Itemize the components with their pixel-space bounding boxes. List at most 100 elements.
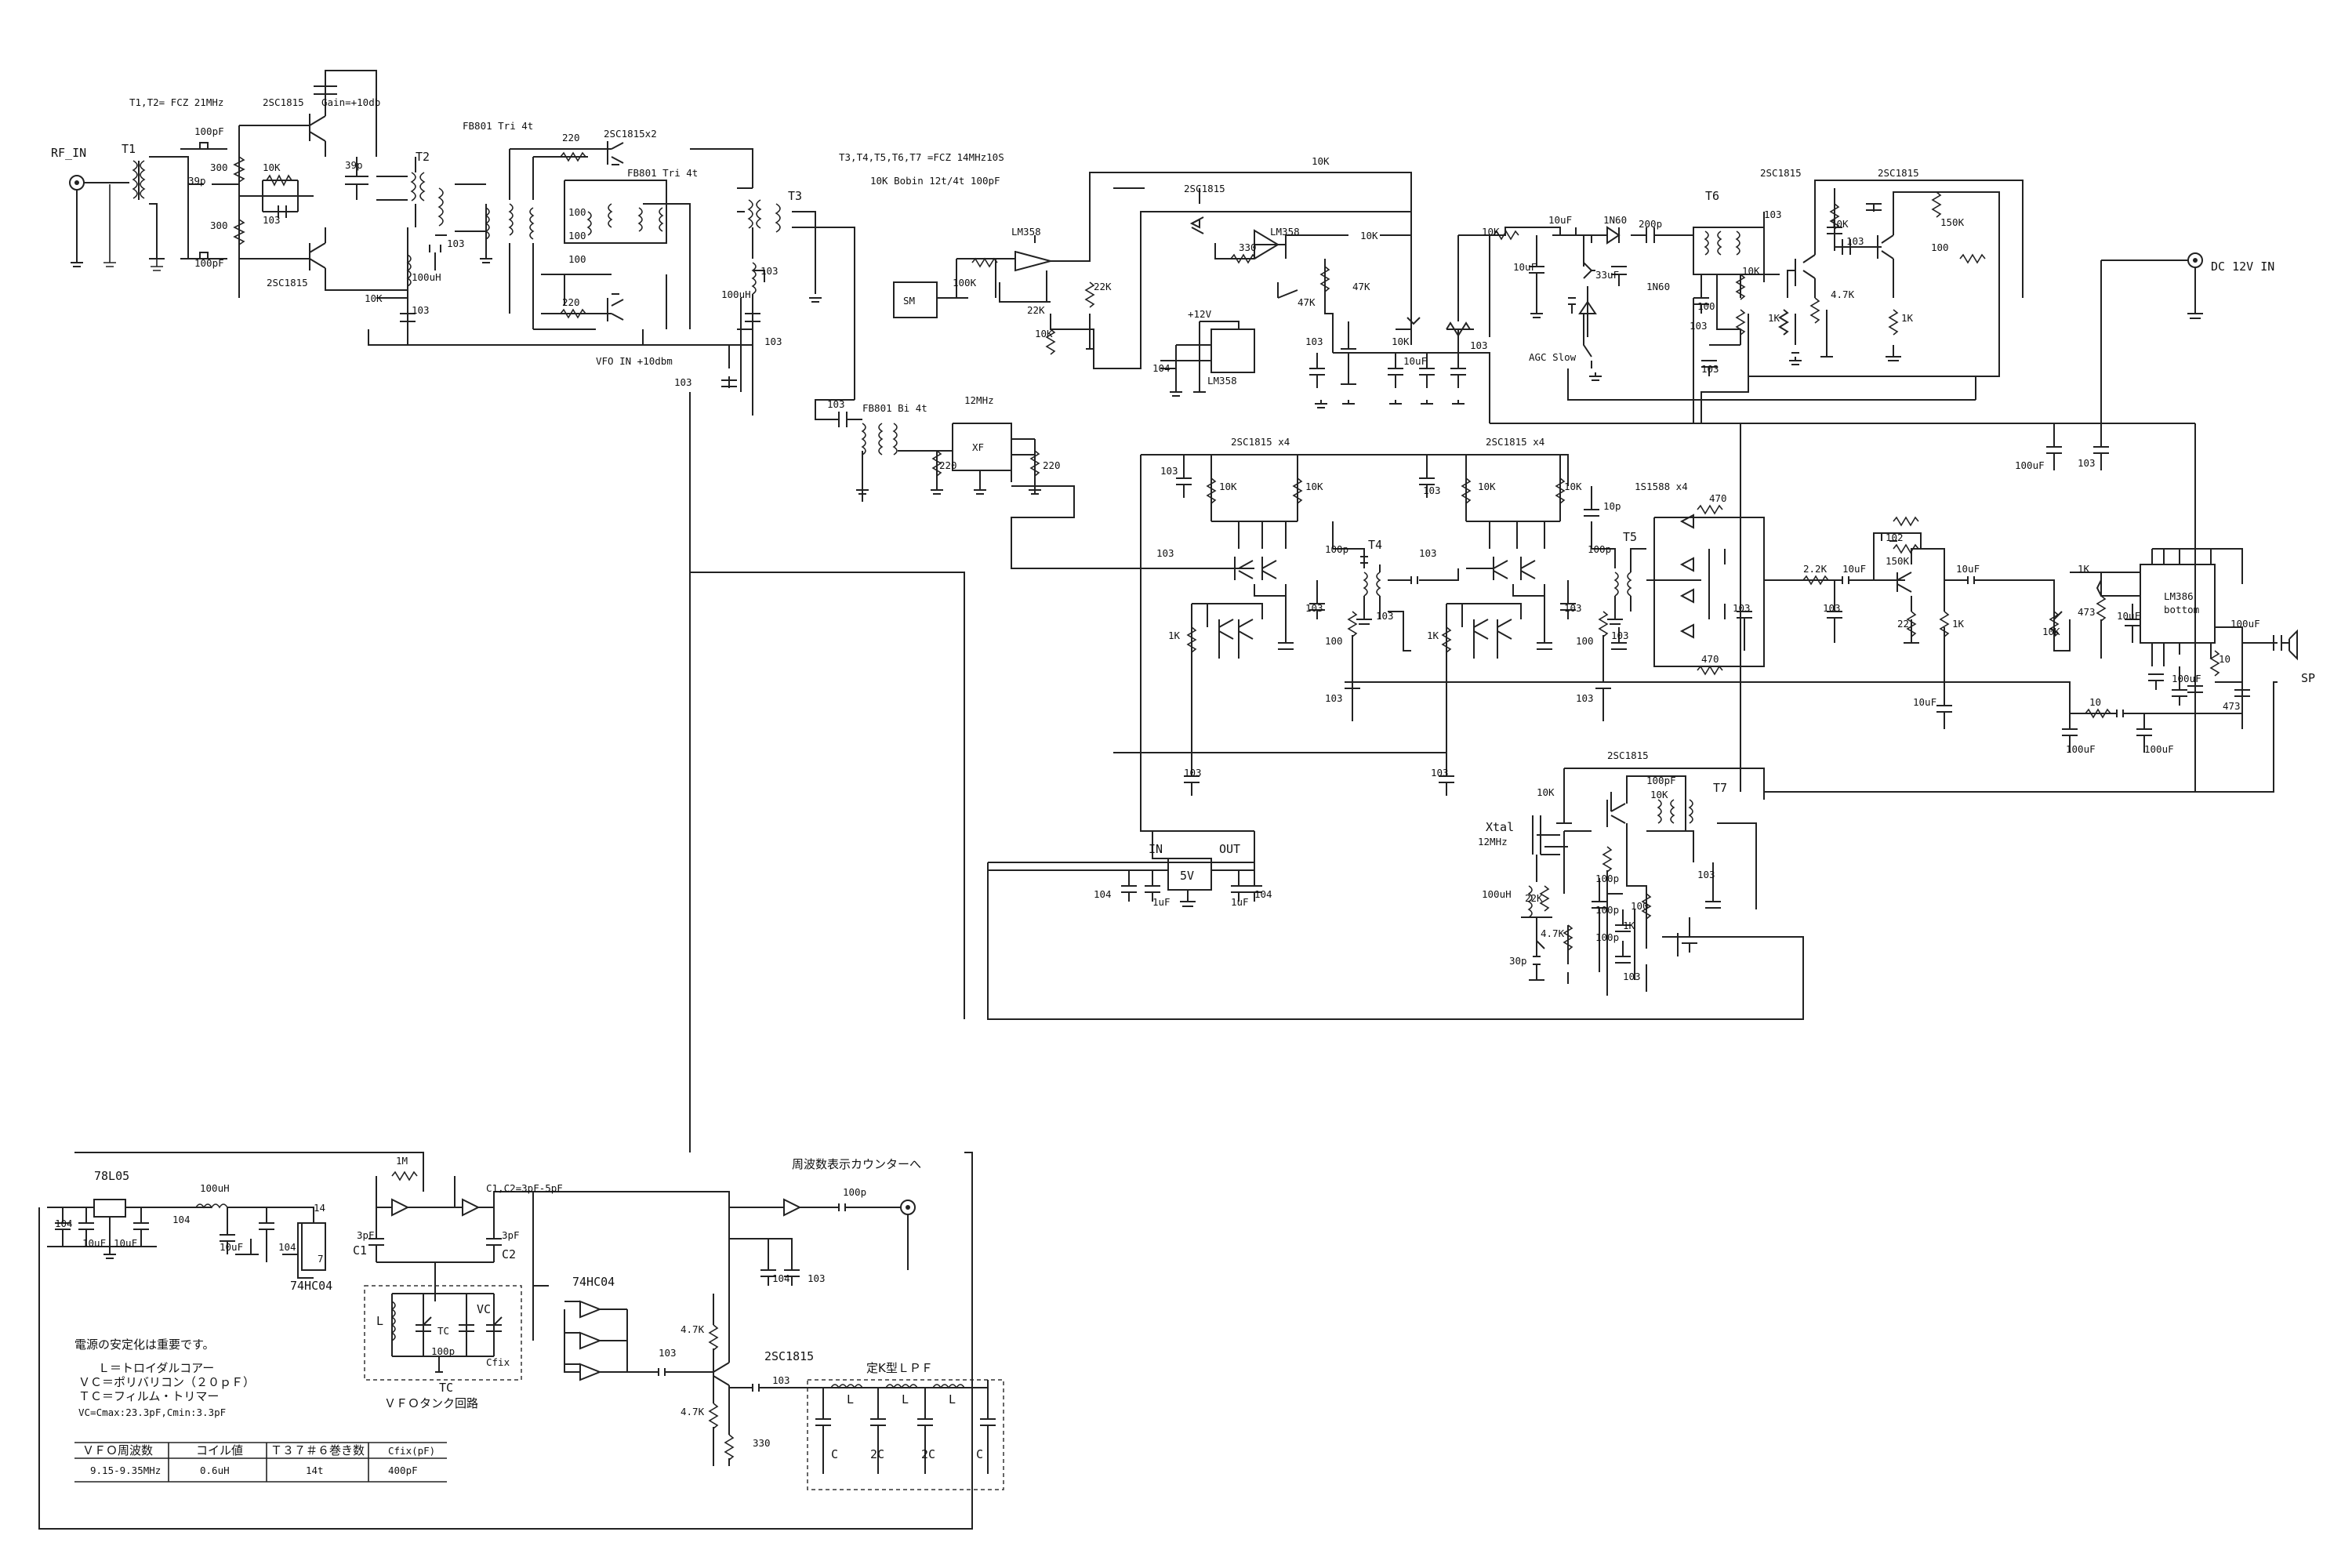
dc12-label: DC 12V IN	[2211, 260, 2274, 274]
t-note2: 10K Bobin 12t/4t 100pF	[870, 175, 1000, 187]
value-label: 100	[568, 206, 586, 218]
value-label: 103	[412, 304, 430, 316]
value-label: 10uF	[220, 1241, 243, 1253]
value-label: 104	[172, 1214, 191, 1225]
rf-mixer-section	[69, 70, 965, 1019]
value-label: 103	[1846, 235, 1864, 247]
tank-vc-label: VC	[477, 1302, 491, 1316]
af-amplifier	[1740, 423, 2298, 793]
q-mix1-label: 2SC1815	[263, 96, 304, 108]
value-label: 10K	[1219, 481, 1237, 492]
value-label: 22K	[1525, 892, 1543, 904]
value-label: 2.2K	[1803, 563, 1828, 575]
tank-tc-label: TC	[437, 1325, 449, 1337]
value-label: 39p	[188, 175, 206, 187]
value-label: 1K	[2078, 563, 2090, 575]
c1c2-label: C1,C2=3pF-5pF	[486, 1182, 563, 1194]
t4-label: T4	[1368, 538, 1382, 552]
value-label: 100pF	[194, 257, 224, 269]
note2-label: Ｌ＝トロイダルコアー	[98, 1361, 214, 1375]
table-cell-3: 14t	[306, 1465, 324, 1476]
pin7-label: 7	[318, 1253, 324, 1265]
value-label: 104	[1152, 362, 1171, 374]
value-label: 100uF	[2230, 618, 2260, 630]
value-label: 150K	[1886, 555, 1910, 567]
sm-label: SM	[903, 295, 915, 307]
value-label: 103	[1564, 602, 1582, 614]
t-note1: T3,T4,T5,T6,T7 =FCZ 14MHz10S	[839, 151, 1004, 163]
tank-tc2-label: TC	[439, 1381, 453, 1395]
fb801-1-label: FB801 Tri 4t	[463, 120, 533, 132]
t1-label: T1	[122, 142, 136, 156]
d-1n60b-label: 1N60	[1646, 281, 1670, 292]
fb801-bi-label: FB801 Bi 4t	[862, 402, 927, 414]
lpf-c1-label: C	[831, 1447, 838, 1461]
one-m-label: 1M	[396, 1155, 408, 1167]
value-label: 470	[1701, 653, 1719, 665]
value-label: 220	[562, 132, 580, 143]
value-label: 100K	[953, 277, 977, 289]
lpf-c2-label: C	[976, 1447, 983, 1461]
det-label: 1S1588 x4	[1635, 481, 1688, 492]
value-label: 22	[1897, 618, 1909, 630]
bfo-q-label: 2SC1815	[1607, 750, 1649, 761]
if1-label: 2SC1815 x4	[1231, 436, 1290, 448]
value-label: 103	[760, 265, 779, 277]
value-label: 10K	[1537, 786, 1555, 798]
value-label: 103	[1733, 602, 1751, 614]
fb801-2-label: FB801 Tri 4t	[627, 167, 698, 179]
value-label: 100uH	[1482, 888, 1512, 900]
xtal-label: Xtal	[1486, 820, 1514, 834]
lpf-l2-label: L	[902, 1392, 909, 1406]
agc-section	[893, 172, 1693, 423]
t2-label: T2	[416, 150, 430, 164]
table-header-2: コイル値	[196, 1443, 243, 1457]
value-label: 10uF	[82, 1237, 106, 1249]
value-label: 22K	[1094, 281, 1112, 292]
value-label: 10K	[1650, 789, 1668, 800]
agc-slow-label: AGC Slow	[1529, 351, 1577, 363]
value-label: 103	[1611, 630, 1629, 641]
reg-in-label: IN	[1149, 842, 1163, 856]
value-label: 103	[1470, 339, 1488, 351]
value-label: 100	[1631, 900, 1649, 912]
value-label: 10uF	[1842, 563, 1866, 575]
value-label: 100	[1325, 635, 1343, 647]
value-label: 103	[1419, 547, 1437, 559]
value-label: 1K	[1952, 618, 1965, 630]
value-label: 10p	[1603, 500, 1621, 512]
value-label: 100uH	[412, 271, 441, 283]
value-label: 103	[447, 238, 465, 249]
counter-label: 周波数表示カウンターへ	[792, 1157, 921, 1171]
value-label: 10K	[1564, 481, 1582, 492]
reg-5v-label: 5V	[1180, 869, 1194, 883]
sp-label: SP	[2301, 671, 2315, 685]
q-t6b-label: 2SC1815	[1878, 167, 1919, 179]
value-label: 100uH	[721, 289, 751, 300]
value-label: 100	[568, 253, 586, 265]
value-label: 100uF	[2172, 673, 2201, 684]
tank-label: ＶＦＯタンク回路	[384, 1396, 478, 1410]
text-labels: RF_IN T1 T1,T2= FCZ 21MHz 2SC1815 Gain=+…	[51, 96, 2315, 1476]
hc04-a-label: 74HC04	[290, 1279, 332, 1293]
bfo-section	[987, 753, 1804, 1020]
value-label: 100	[568, 230, 586, 241]
value-label: 103	[1305, 602, 1323, 614]
three-pf-a-label: 3pF	[357, 1229, 375, 1241]
value-label: 10uF	[2117, 610, 2140, 622]
table-header-4: Cfix(pF)	[388, 1445, 435, 1457]
value-label: 10uF	[1513, 261, 1537, 273]
q-x2-label: 2SC1815x2	[604, 128, 657, 140]
value-label: 1uF	[1231, 896, 1249, 908]
value-label: 10K	[1478, 481, 1496, 492]
note5-label: VC=Cmax:23.3pF,Cmin:3.3pF	[78, 1406, 226, 1418]
value-label: 4.7K	[681, 1406, 705, 1417]
t6-label: T6	[1705, 189, 1719, 203]
vfo-in-label: VFO IN +10dbm	[596, 355, 673, 367]
value-label: 100p	[1588, 543, 1611, 555]
value-label: 10K	[365, 292, 383, 304]
value-label: 10K	[2042, 626, 2060, 637]
value-label: 1K	[1768, 312, 1780, 324]
value-label: 10uF	[114, 1237, 137, 1249]
xf-label: XF	[972, 441, 984, 453]
